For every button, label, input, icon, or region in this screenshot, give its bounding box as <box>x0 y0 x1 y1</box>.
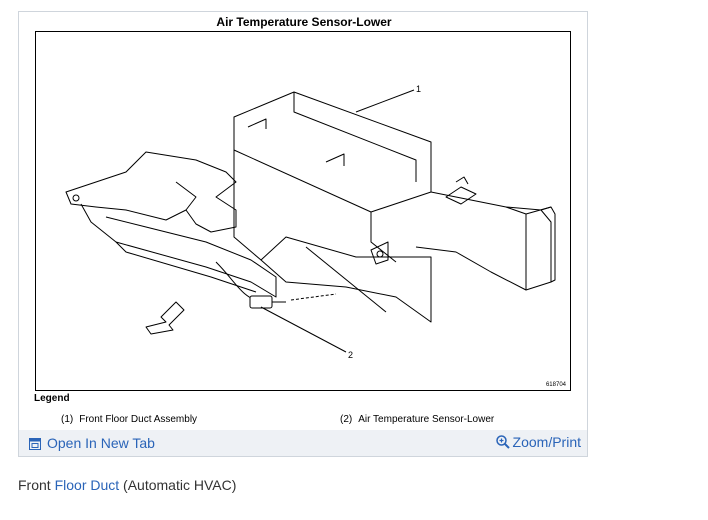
leader-line-2 <box>260 306 347 353</box>
legend-item: (1) Front Floor Duct Assembly <box>61 414 197 425</box>
floor-duct-link[interactable]: Floor Duct <box>54 477 120 493</box>
air-temp-sensor <box>249 295 273 309</box>
direction-arrow <box>145 301 185 335</box>
caption-suffix: (Automatic HVAC) <box>119 477 237 493</box>
legend-item-number: (1) <box>61 414 74 425</box>
diagram-title: Air Temperature Sensor-Lower <box>216 15 392 29</box>
legend-item: (2) Air Temperature Sensor-Lower <box>340 414 494 425</box>
figure-action-bar: Open In New Tab Zoom/Print <box>19 430 587 456</box>
diagram-frame: 1 2 618704 <box>35 31 571 391</box>
zoom-print-label: Zoom/Print <box>512 434 581 450</box>
figure-caption: Front Floor Duct (Automatic HVAC) <box>18 477 236 493</box>
legend-item-number: (2) <box>340 414 353 425</box>
zoom-print-button[interactable]: Zoom/Print <box>495 434 581 450</box>
callout-1: 1 <box>416 84 421 94</box>
lower-duct <box>80 203 277 298</box>
open-new-tab-label: Open In New Tab <box>47 435 155 451</box>
caption-prefix: Front <box>18 477 55 493</box>
legend-item-label: Air Temperature Sensor-Lower <box>358 414 495 425</box>
upper-box <box>233 91 432 213</box>
sensor-mount <box>370 241 389 265</box>
duct-diagram: 1 2 <box>65 84 556 360</box>
right-outlet <box>415 191 552 291</box>
zoom-in-icon <box>495 435 510 449</box>
open-new-tab-button[interactable]: Open In New Tab <box>29 435 155 451</box>
duct-bottom <box>260 236 432 323</box>
legend-heading: Legend <box>34 393 70 404</box>
figure-card: Air Temperature Sensor-Lower <box>18 11 588 457</box>
open-new-tab-icon <box>29 437 41 450</box>
flange-hole <box>72 194 80 202</box>
duct-flange <box>65 151 237 233</box>
callout-2: 2 <box>348 350 353 360</box>
legend-item-label: Front Floor Duct Assembly <box>79 414 198 425</box>
figure-number: 618704 <box>545 382 566 388</box>
leader-line-1 <box>355 89 415 113</box>
